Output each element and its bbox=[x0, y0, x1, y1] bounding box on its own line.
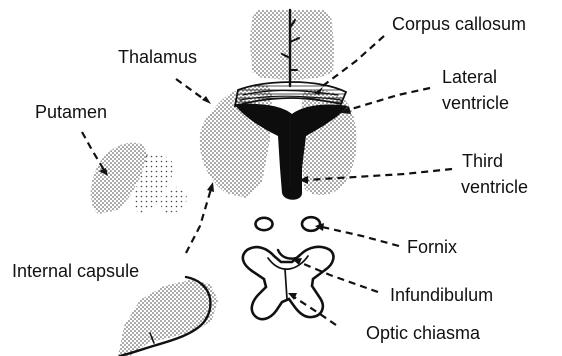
label-infundibulum: Infundibulum bbox=[390, 285, 493, 305]
arrowhead-internal-capsule bbox=[207, 182, 214, 192]
label-internal-capsule: Internal capsule bbox=[12, 261, 139, 281]
label-putamen: Putamen bbox=[35, 102, 107, 122]
arrow-lateral-ventricle bbox=[348, 88, 430, 110]
fornix-right bbox=[302, 217, 320, 231]
label-optic-chiasma: Optic chiasma bbox=[366, 323, 481, 343]
arrow-thalamus bbox=[176, 79, 205, 100]
label-fornix: Fornix bbox=[407, 237, 457, 257]
infundibulum-curve bbox=[278, 250, 296, 259]
arrow-putamen bbox=[82, 132, 104, 170]
arrow-internal-capsule bbox=[186, 189, 211, 253]
arrowhead-thalamus bbox=[202, 96, 211, 104]
label-corpus-callosum: Corpus callosum bbox=[392, 14, 526, 34]
label-thalamus: Thalamus bbox=[118, 47, 197, 67]
label-lateral-ventricle-line-1: Lateral bbox=[442, 67, 497, 87]
label-lateral-ventricle-line-2: ventricle bbox=[442, 93, 509, 113]
fornix-left bbox=[256, 218, 273, 230]
lower-stippled-region bbox=[118, 280, 218, 356]
label-third-ventricle-line-1: Third bbox=[462, 151, 503, 171]
arrow-fornix bbox=[322, 227, 399, 246]
label-third-ventricle-line-2: ventricle bbox=[461, 177, 528, 197]
